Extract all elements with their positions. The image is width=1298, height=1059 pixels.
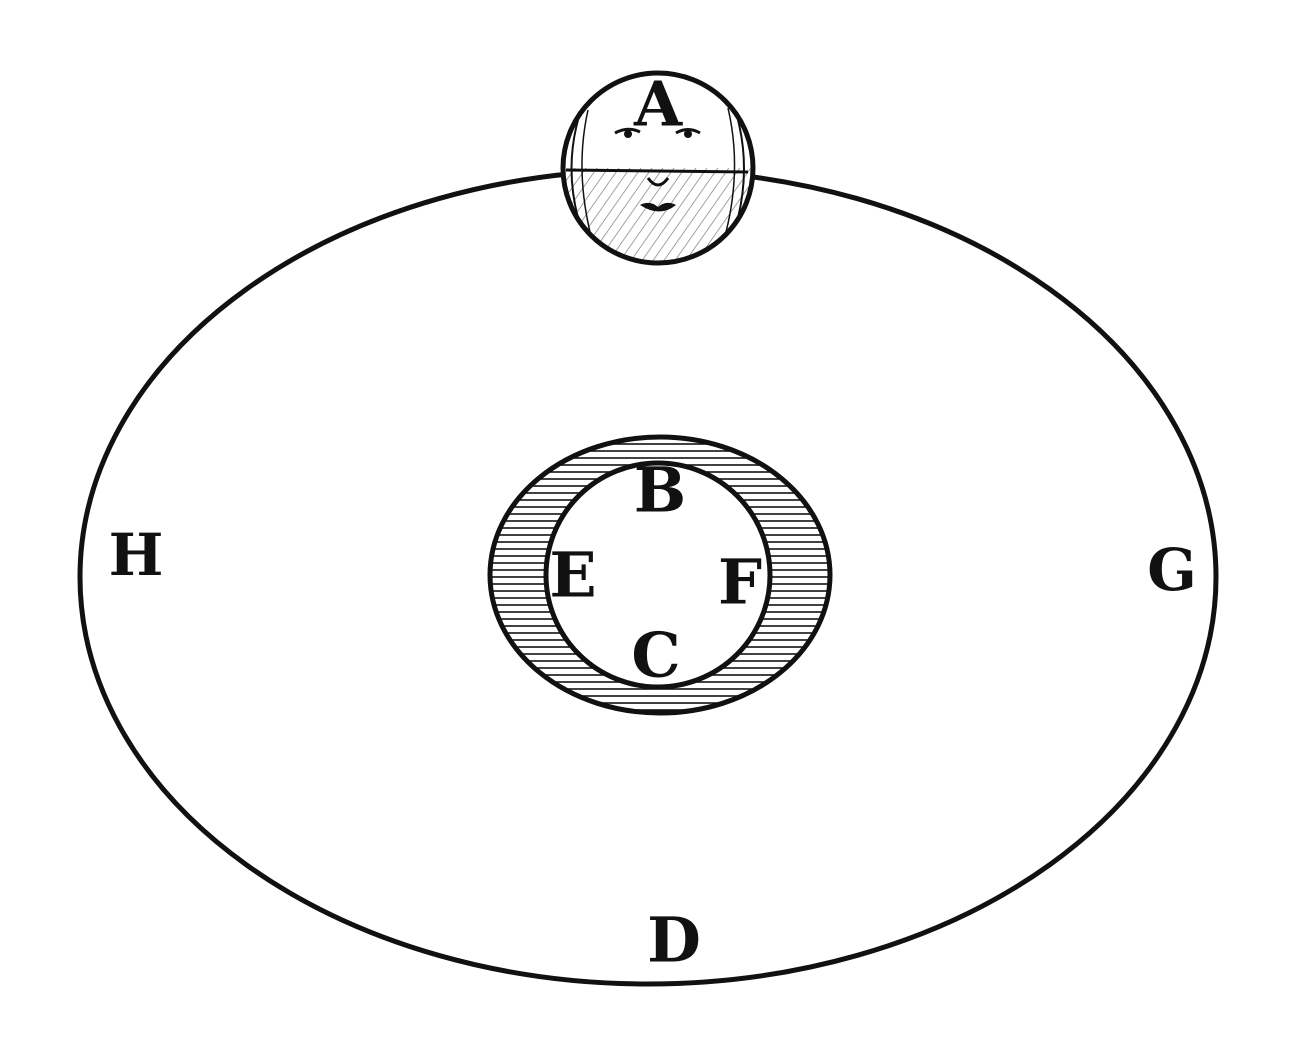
moon-right-pupil	[684, 130, 692, 138]
label-a: A	[633, 68, 683, 141]
label-c: C	[631, 619, 680, 692]
moon-mouth	[640, 202, 676, 212]
label-d: D	[647, 904, 701, 977]
label-g: G	[1147, 536, 1197, 604]
inner-circle	[543, 460, 773, 690]
outer-ring	[487, 434, 833, 716]
moon-right-eye	[675, 128, 701, 135]
moon-left-eye	[614, 127, 641, 135]
label-b: B	[634, 454, 686, 527]
label-f: F	[718, 546, 762, 619]
central-body	[487, 434, 833, 716]
moon-left-pupil	[624, 130, 632, 138]
moon-lower-shading	[565, 168, 751, 261]
moon-body	[560, 70, 756, 266]
moon-nose	[646, 177, 670, 187]
moon-divider	[565, 168, 749, 174]
label-e: E	[549, 539, 596, 612]
label-h: H	[109, 521, 164, 589]
